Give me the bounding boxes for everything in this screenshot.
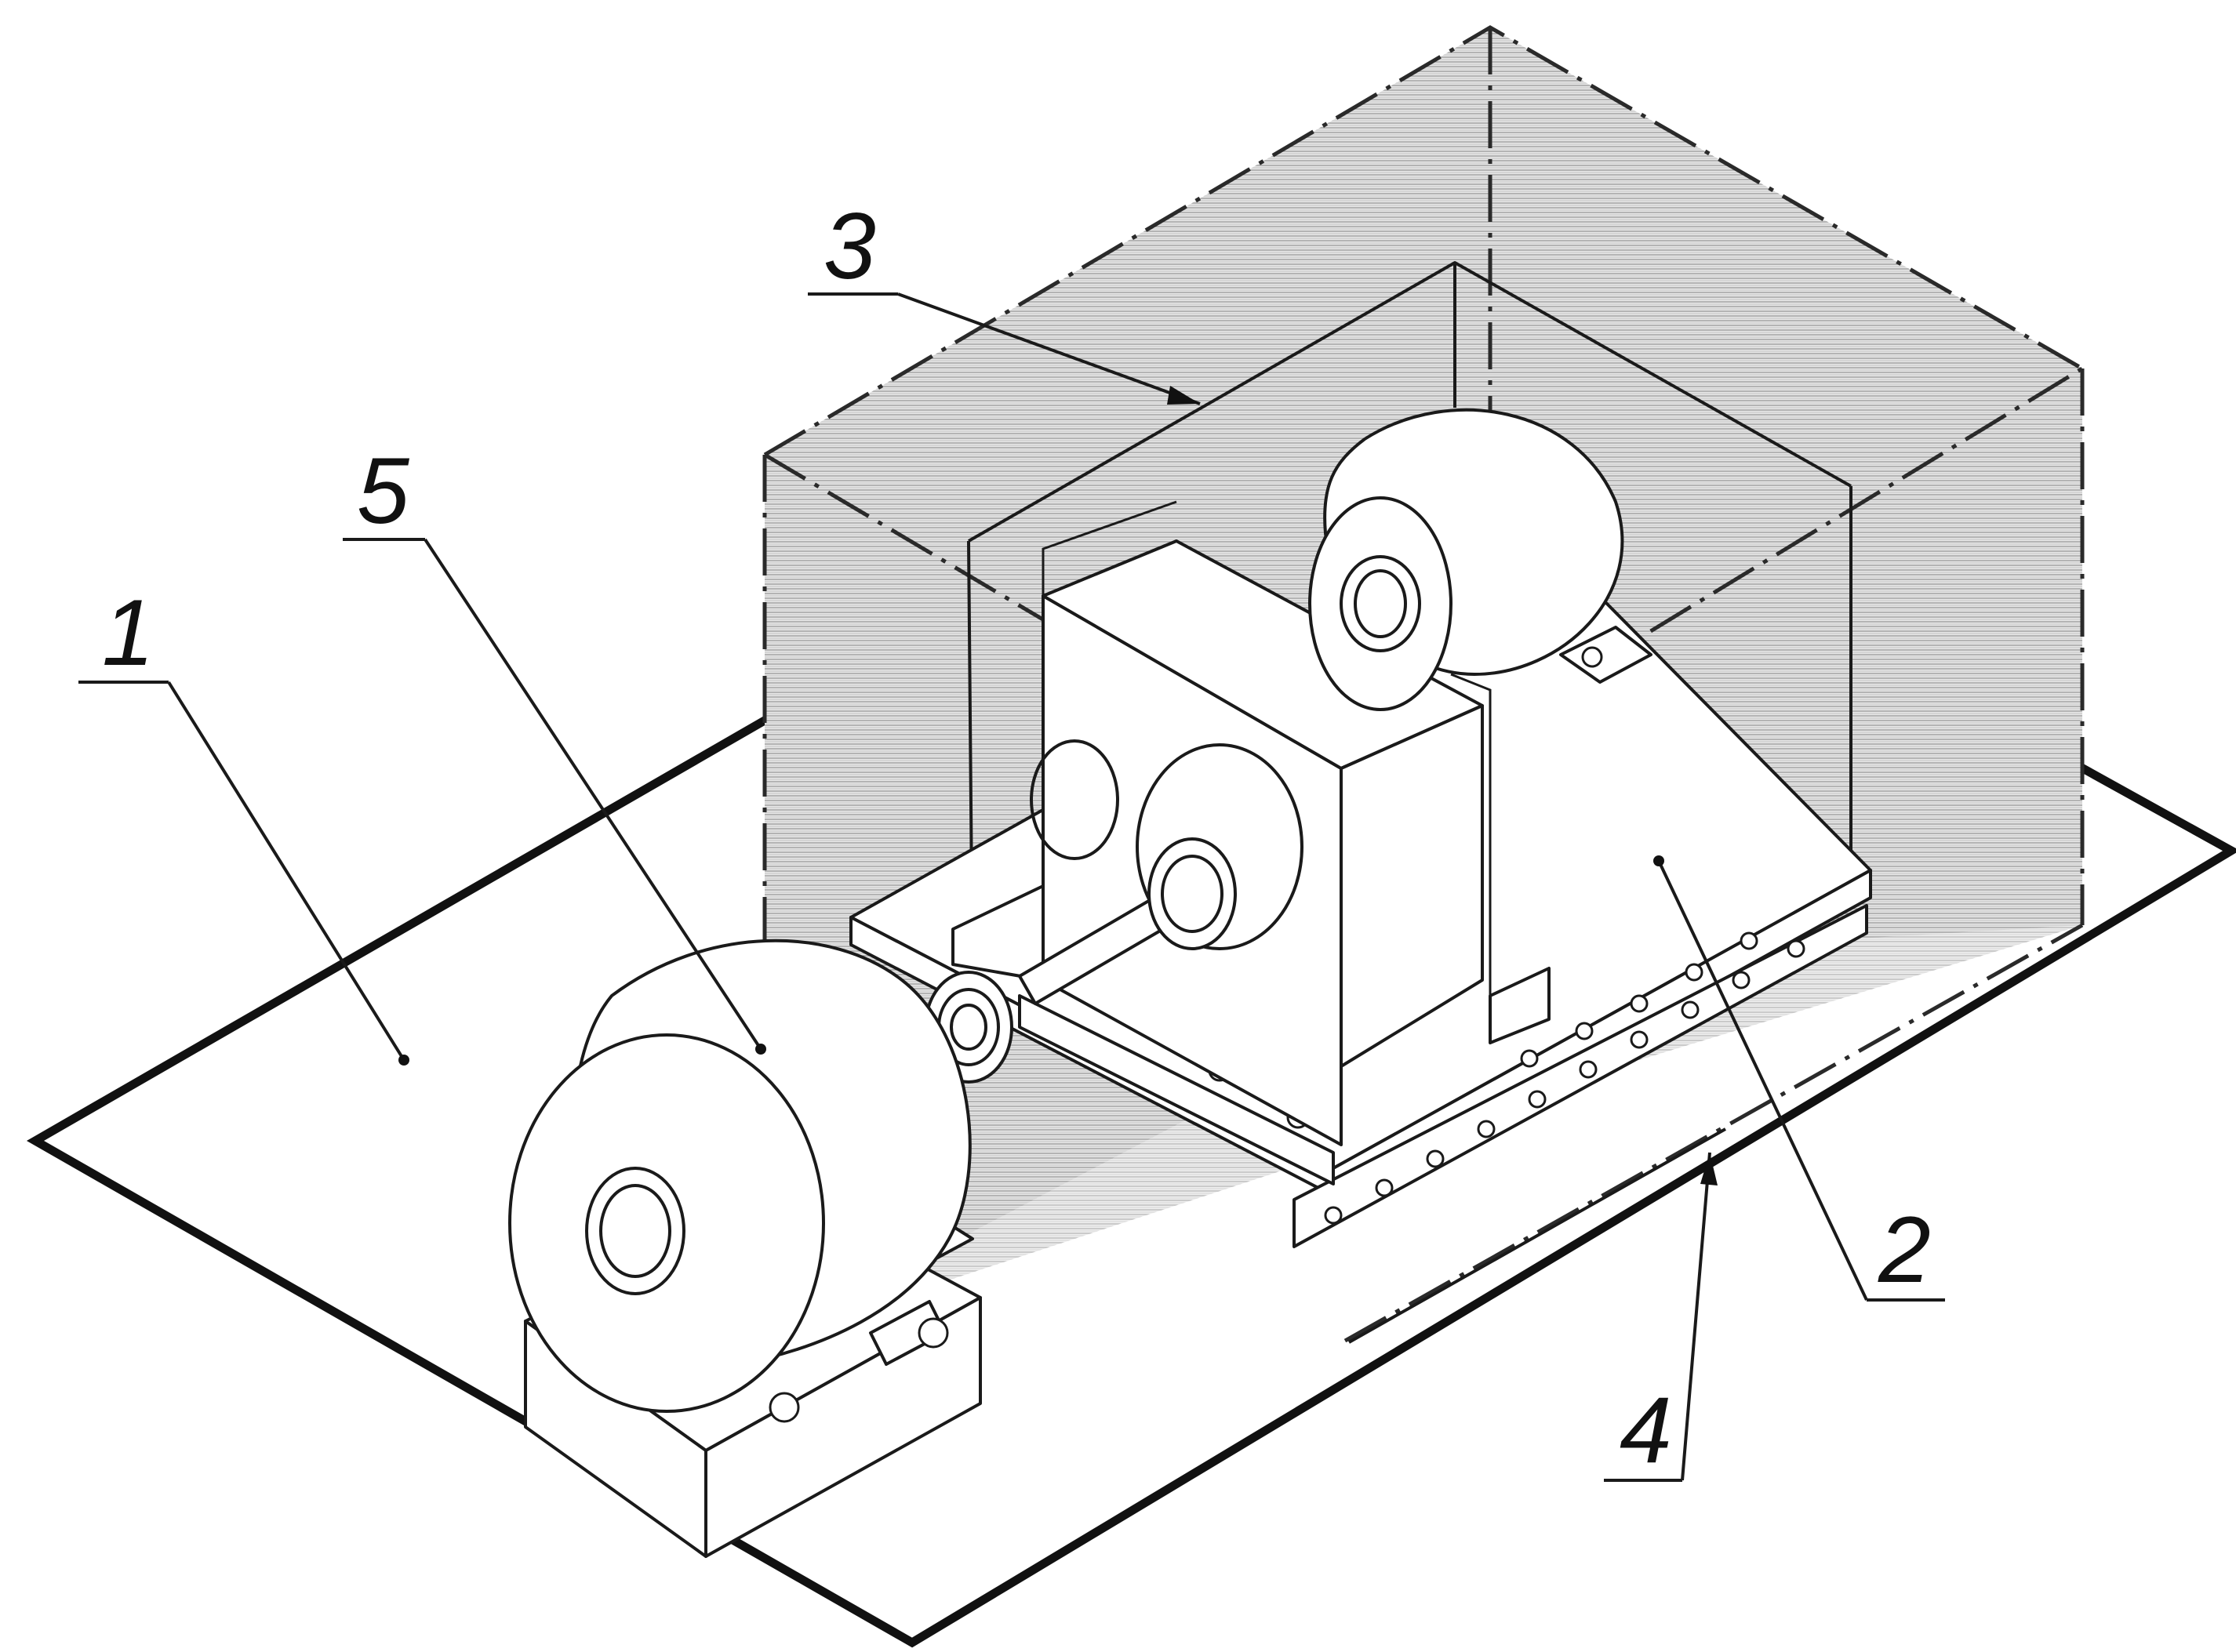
callout-label-2: 2: [1878, 1197, 1931, 1302]
callout-1: 1: [78, 580, 409, 1066]
callout-5: 5: [343, 438, 766, 1055]
callout-label-5: 5: [357, 438, 410, 543]
callout-label-1: 1: [102, 580, 155, 685]
callout-label-3: 3: [824, 194, 876, 299]
upper-motor: [1308, 408, 1652, 711]
callout-3: 3: [808, 194, 1201, 405]
callout-2: 2: [1653, 855, 1945, 1302]
callout-4: 4: [1604, 1152, 1718, 1483]
front-motor: [508, 939, 982, 1558]
callout-label-4: 4: [1620, 1378, 1672, 1483]
